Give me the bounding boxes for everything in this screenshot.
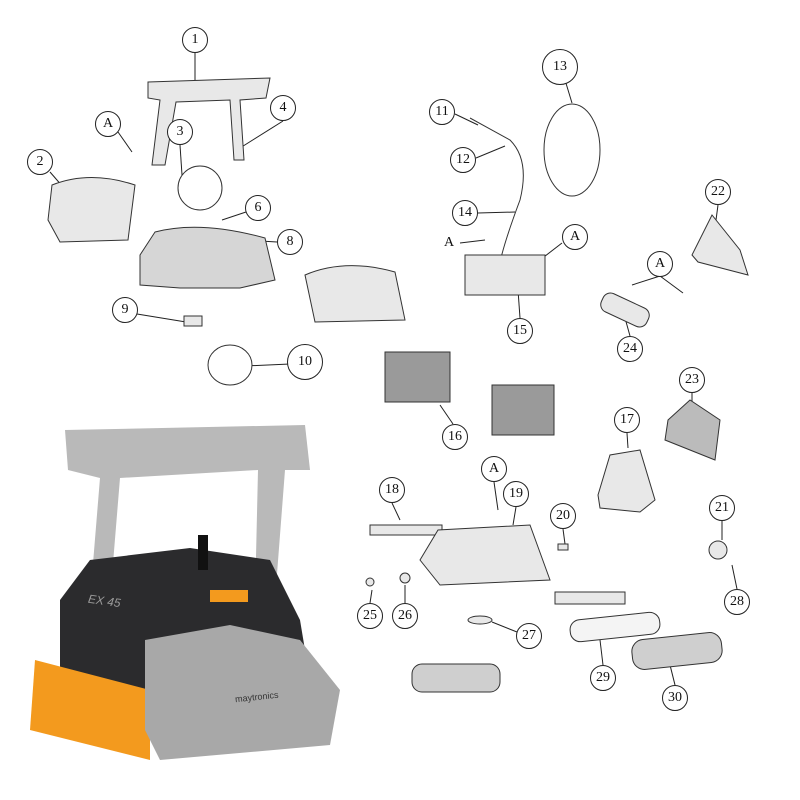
callout-a: A bbox=[562, 224, 588, 250]
callout-9: 9 bbox=[112, 297, 138, 323]
label-a: A bbox=[444, 235, 455, 250]
robot-side-panel bbox=[145, 625, 340, 760]
part-21 bbox=[708, 540, 728, 560]
callout-6: 6 bbox=[245, 195, 271, 221]
callout-11: 11 bbox=[429, 99, 455, 125]
robot-stem bbox=[198, 535, 208, 570]
callout-22: 22 bbox=[705, 179, 731, 205]
part-13-detail bbox=[543, 103, 601, 197]
filter-16 bbox=[384, 351, 451, 403]
part-27 bbox=[467, 615, 493, 625]
part-10-detail bbox=[207, 344, 253, 386]
brush-left bbox=[411, 663, 501, 693]
callout-16: 16 bbox=[442, 424, 468, 450]
part-rail bbox=[554, 591, 626, 605]
callout-a: A bbox=[647, 251, 673, 277]
robot-brush bbox=[30, 660, 150, 760]
brush-30 bbox=[631, 632, 723, 670]
callout-28: 28 bbox=[724, 589, 750, 615]
callout-8: 8 bbox=[277, 229, 303, 255]
callout-26: 26 bbox=[392, 603, 418, 629]
chassis-19 bbox=[419, 524, 551, 586]
part-20 bbox=[557, 543, 569, 551]
handle-part bbox=[147, 77, 271, 166]
part-3-detail bbox=[177, 165, 223, 211]
callout-25: 25 bbox=[357, 603, 383, 629]
callout-23: 23 bbox=[679, 367, 705, 393]
callout-10: 10 bbox=[287, 344, 323, 380]
callout-a: A bbox=[95, 111, 121, 137]
part-26 bbox=[399, 572, 411, 584]
track-22 bbox=[691, 214, 749, 276]
callout-24: 24 bbox=[617, 336, 643, 362]
part-9 bbox=[183, 315, 203, 327]
robot-button bbox=[210, 590, 248, 602]
robot-photo bbox=[30, 425, 340, 760]
body-top-part bbox=[139, 226, 276, 289]
part-25 bbox=[365, 577, 375, 587]
part-23 bbox=[664, 399, 721, 461]
callout-18: 18 bbox=[379, 477, 405, 503]
callout-30: 30 bbox=[662, 685, 688, 711]
part-18 bbox=[369, 524, 443, 536]
callout-20: 20 bbox=[550, 503, 576, 529]
roller-29 bbox=[569, 611, 661, 643]
top-cover-part bbox=[47, 177, 136, 243]
callout-21: 21 bbox=[709, 495, 735, 521]
callout-12: 12 bbox=[450, 147, 476, 173]
callout-2: 2 bbox=[27, 149, 53, 175]
callout-19: 19 bbox=[503, 481, 529, 507]
belt-24 bbox=[600, 292, 650, 328]
callout-13: 13 bbox=[542, 49, 578, 85]
motor-unit-part bbox=[464, 254, 546, 296]
side-cover-part bbox=[304, 265, 406, 323]
cable-part bbox=[469, 117, 524, 263]
callout-17: 17 bbox=[614, 407, 640, 433]
callout-a: A bbox=[481, 456, 507, 482]
exploded-parts bbox=[47, 77, 749, 693]
callout-29: 29 bbox=[590, 665, 616, 691]
callout-15: 15 bbox=[507, 318, 533, 344]
part-17 bbox=[597, 449, 656, 513]
robot-handle bbox=[65, 425, 310, 600]
callout-27: 27 bbox=[516, 623, 542, 649]
filter-2 bbox=[491, 384, 555, 436]
callout-14: 14 bbox=[452, 200, 478, 226]
callout-4: 4 bbox=[270, 95, 296, 121]
callout-3: 3 bbox=[167, 119, 193, 145]
callout-1: 1 bbox=[182, 27, 208, 53]
